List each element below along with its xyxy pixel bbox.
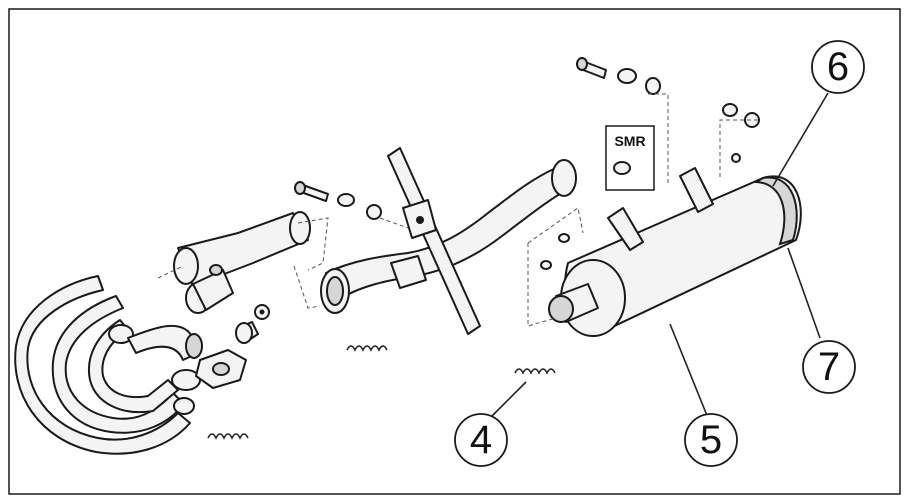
silencer-fasteners — [540, 57, 760, 270]
silencer — [548, 167, 802, 337]
mid-pipe — [320, 159, 577, 352]
exhaust-exploded-diagram: SMR 4 5 6 7 — [8, 8, 901, 495]
hanger-bracket — [387, 147, 481, 335]
flange-parts — [195, 304, 270, 440]
callout-4: 4 — [454, 413, 508, 467]
smr-washer — [613, 161, 631, 175]
callout-6-label: 6 — [827, 45, 849, 89]
callout-6: 6 — [811, 40, 865, 94]
y-collector — [173, 211, 311, 314]
callout-7: 7 — [802, 340, 856, 394]
callout-5: 5 — [684, 413, 738, 467]
callout-4-label: 4 — [470, 418, 492, 462]
callout-7-label: 7 — [818, 345, 840, 389]
bracket-fasteners — [294, 181, 382, 220]
diagram-frame: SMR 4 5 6 7 — [8, 8, 901, 495]
header-pipes — [14, 275, 203, 455]
smr-label: SMR — [614, 133, 645, 149]
assembly-lines — [157, 93, 758, 327]
spring-left — [207, 433, 249, 440]
callout-leaders — [489, 92, 829, 419]
spring-silencer — [514, 368, 556, 375]
smr-box: SMR — [605, 125, 655, 191]
callout-5-label: 5 — [700, 418, 722, 462]
